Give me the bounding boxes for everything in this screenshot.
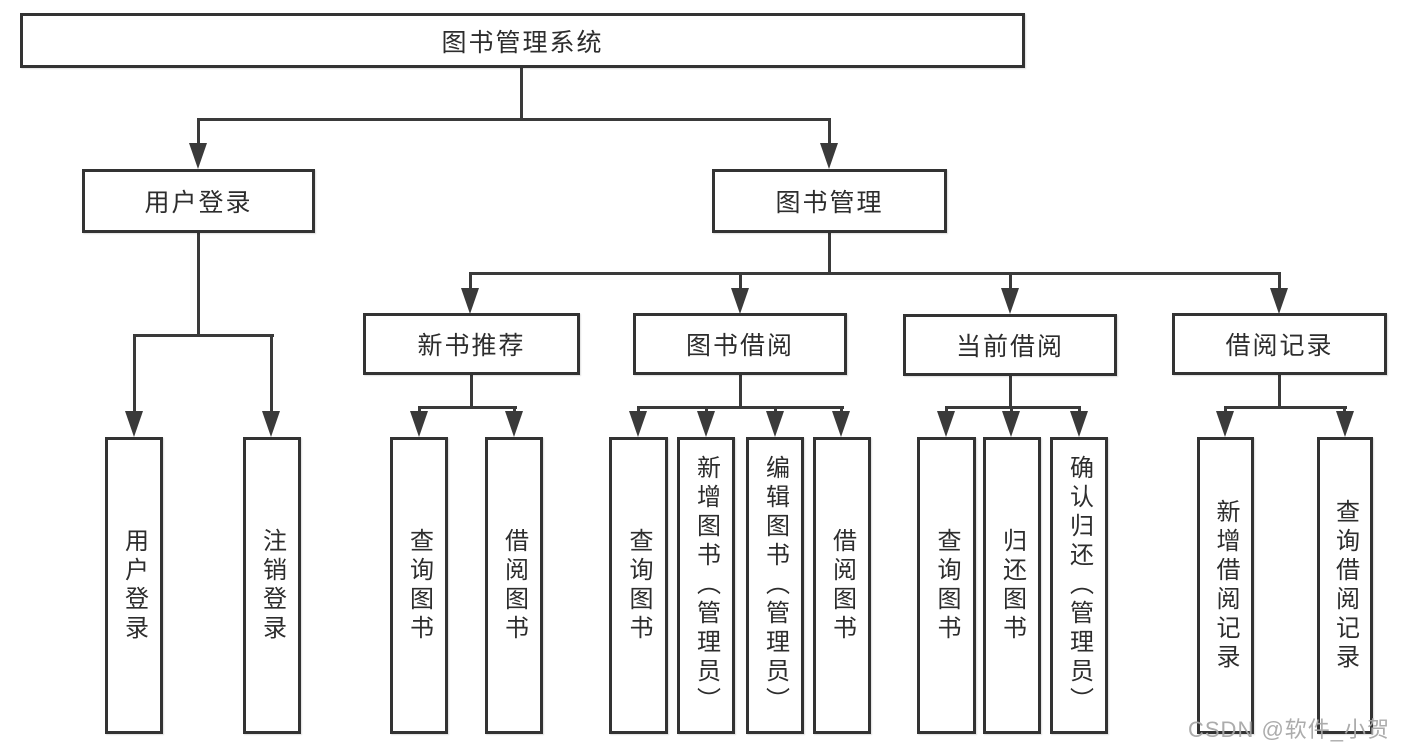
node-query-books-borrowing: 查询图书: [609, 437, 668, 734]
node-new-book-recommend: 新书推荐: [363, 313, 580, 375]
node-borrow-records: 借阅记录: [1172, 313, 1387, 375]
edge-mgmt-drop-2: [739, 272, 742, 292]
edge-current-stem: [1009, 376, 1012, 406]
node-current-borrowing-label: 当前借阅: [955, 333, 1064, 361]
node-query-books-recommend: 查询图书: [390, 437, 448, 734]
edge-mgmt-stem: [828, 233, 831, 272]
node-query-borrow-record: 查询借阅记录: [1317, 437, 1373, 734]
edge-current-stub-2: [1010, 406, 1013, 415]
node-borrow-books-borrowing-label: 借阅图书: [828, 527, 856, 644]
edge-mgmt-drop-4: [1278, 272, 1281, 292]
edge-root-stem: [520, 68, 523, 118]
node-user-login-label: 用户登录: [144, 189, 253, 217]
arrow-down-icon: [731, 288, 749, 314]
edge-borrowing-stem: [739, 375, 742, 406]
node-query-books-current-label: 查询图书: [933, 527, 960, 644]
node-borrow-books-borrowing: 借阅图书: [813, 437, 871, 734]
arrow-down-icon: [461, 288, 479, 314]
node-borrow-books-recommend-label: 借阅图书: [500, 527, 528, 644]
node-user-login: 用户登录: [82, 169, 315, 233]
arrow-down-icon: [125, 411, 143, 437]
edge-records-stub-2: [1343, 406, 1346, 415]
edge-login-stem: [197, 233, 200, 334]
arrow-down-icon: [766, 411, 784, 437]
edge-current-stub-3: [1078, 406, 1081, 415]
edge-root-drop-left: [197, 118, 200, 146]
edge-mgmt-bar: [469, 272, 1281, 275]
arrow-down-icon: [262, 411, 280, 437]
edge-borrowing-stub-3: [774, 406, 777, 415]
node-borrow-books-recommend: 借阅图书: [485, 437, 543, 734]
edge-borrowing-stub-4: [840, 406, 843, 415]
node-edit-book-admin: 编辑图书（管理员）: [746, 437, 804, 734]
node-query-books-recommend-label: 查询图书: [405, 527, 433, 644]
node-book-management-label: 图书管理: [775, 189, 884, 217]
edge-recommend-stem: [470, 375, 473, 406]
edge-login-drop-left: [133, 334, 136, 414]
edge-current-stub-1: [945, 406, 948, 415]
edge-recommend-bar: [418, 406, 517, 409]
node-add-borrow-record: 新增借阅记录: [1197, 437, 1254, 734]
node-borrow-records-label: 借阅记录: [1225, 332, 1334, 360]
node-return-book: 归还图书: [983, 437, 1041, 734]
edge-root-bar: [197, 118, 831, 121]
node-user-login-action-label: 用户登录: [120, 527, 148, 644]
edge-borrowing-stub-2: [705, 406, 708, 415]
node-query-books-current: 查询图书: [917, 437, 976, 734]
node-add-book-admin: 新增图书（管理员）: [677, 437, 735, 734]
node-logout-action-label: 注销登录: [258, 527, 286, 644]
edge-records-bar: [1224, 406, 1347, 409]
arrow-down-icon: [937, 411, 955, 437]
node-confirm-return-admin: 确认归还（管理员）: [1050, 437, 1108, 734]
node-query-borrow-record-label: 查询借阅记录: [1331, 498, 1359, 673]
edge-borrowing-stub-1: [637, 406, 640, 415]
node-book-borrowing: 图书借阅: [633, 313, 847, 375]
arrow-down-icon: [697, 411, 715, 437]
edge-borrowing-bar: [637, 406, 844, 409]
arrow-down-icon: [1002, 411, 1020, 437]
arrow-down-icon: [820, 143, 838, 169]
node-edit-book-admin-label: 编辑图书（管理员）: [761, 455, 789, 716]
node-logout-action: 注销登录: [243, 437, 301, 734]
node-book-borrowing-label: 图书借阅: [685, 332, 794, 360]
arrow-down-icon: [410, 411, 428, 437]
edge-login-drop-right: [270, 334, 273, 414]
arrow-down-icon: [1216, 411, 1234, 437]
node-book-management: 图书管理: [712, 169, 947, 233]
arrow-down-icon: [1270, 288, 1288, 314]
arrow-down-icon: [505, 411, 523, 437]
node-current-borrowing: 当前借阅: [903, 314, 1117, 376]
node-confirm-return-admin-label: 确认归还（管理员）: [1065, 455, 1093, 716]
edge-records-stub-1: [1224, 406, 1227, 415]
arrow-down-icon: [1070, 411, 1088, 437]
node-root: 图书管理系统: [20, 13, 1025, 68]
edge-current-bar: [945, 406, 1081, 409]
node-user-login-action: 用户登录: [105, 437, 163, 734]
arrow-down-icon: [629, 411, 647, 437]
arrow-down-icon: [189, 143, 207, 169]
node-add-book-admin-label: 新增图书（管理员）: [692, 455, 720, 716]
arrow-down-icon: [1336, 411, 1354, 437]
node-add-borrow-record-label: 新增借阅记录: [1212, 498, 1239, 673]
node-query-books-borrowing-label: 查询图书: [625, 527, 652, 644]
node-new-book-recommend-label: 新书推荐: [417, 332, 526, 360]
edge-records-stem: [1278, 375, 1281, 406]
node-return-book-label: 归还图书: [998, 527, 1026, 644]
edge-mgmt-drop-1: [469, 272, 472, 292]
arrow-down-icon: [832, 411, 850, 437]
arrow-down-icon: [1001, 288, 1019, 314]
edge-recommend-stub-1: [418, 406, 421, 415]
edge-login-bar: [133, 334, 274, 337]
edge-root-drop-right: [828, 118, 831, 146]
edge-recommend-stub-2: [513, 406, 516, 415]
edge-mgmt-drop-3: [1009, 272, 1012, 292]
csdn-watermark: CSDN @软件_小贺同学: [1188, 717, 1391, 742]
node-root-label: 图书管理系统: [441, 28, 604, 57]
